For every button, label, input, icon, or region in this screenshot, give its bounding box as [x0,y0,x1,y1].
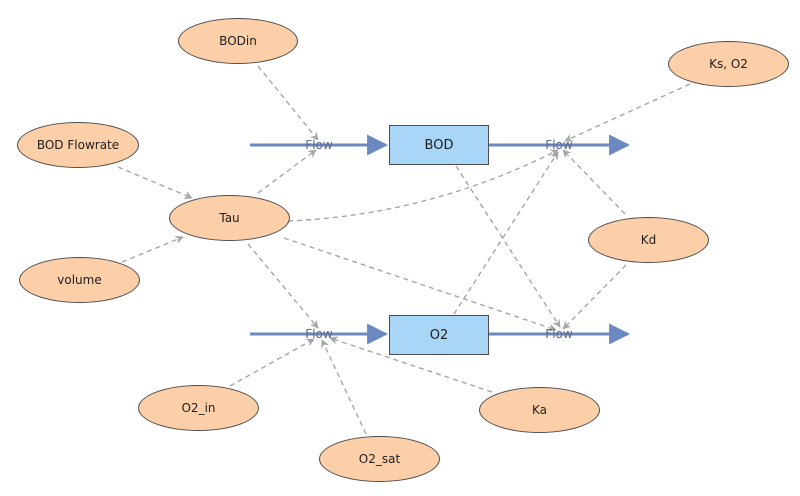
variable-bodin[interactable]: BODin [178,18,298,64]
variable-o2-in-label: O2_in [181,401,216,415]
stock-o2-label: O2 [429,327,449,343]
variable-bodin-label: BODin [219,34,257,48]
variable-tau-label: Tau [219,211,240,225]
link-o2-to-bod-outflow[interactable] [453,151,559,315]
variable-ks-o2[interactable]: Ks, O2 [668,41,789,87]
variable-ka-label: Ka [531,403,547,417]
link-ks-o2-to-bod-outflow[interactable] [564,83,691,142]
variable-bod-flowrate-label: BOD Flowrate [36,138,120,152]
variable-o2-sat-label: O2_sat [358,452,401,466]
variable-volume-label: volume [57,273,102,287]
dependency-links [117,65,691,435]
variable-ka[interactable]: Ka [479,387,600,433]
variable-kd[interactable]: Kd [588,217,709,263]
stock-bod[interactable]: BOD [389,125,489,165]
link-tau-to-bod-outflow[interactable] [287,149,559,222]
link-o2-in-to-o2-inflow[interactable] [229,338,315,387]
link-volume-to-tau[interactable] [121,235,184,263]
flow-label-bod-out[interactable]: Flow [545,138,573,152]
variable-o2-in[interactable]: O2_in [138,385,259,431]
variable-kd-label: Kd [640,233,657,247]
variable-o2-sat[interactable]: O2_sat [319,436,440,482]
link-bodin-to-bod-inflow[interactable] [257,65,319,141]
link-o2-sat-to-o2-inflow[interactable] [321,339,367,435]
link-kd-to-bod-outflow[interactable] [562,149,626,215]
stock-o2[interactable]: O2 [389,315,489,355]
link-tau-to-bod-inflow[interactable] [257,149,317,194]
link-tau-to-o2-inflow[interactable] [247,243,319,329]
variable-tau[interactable]: Tau [169,195,290,241]
link-bod-to-o2-outflow[interactable] [455,165,561,328]
flow-label-o2-in[interactable]: Flow [305,327,333,341]
link-ka-to-o2-inflow[interactable] [329,336,493,393]
variable-ks-o2-label: Ks, O2 [709,57,748,71]
stock-bod-label: BOD [424,137,454,153]
link-kd-to-o2-outflow[interactable] [562,264,627,330]
flow-arrows [250,134,631,345]
variable-volume[interactable]: volume [19,257,140,303]
flow-label-o2-out[interactable]: Flow [545,327,573,341]
link-bod-flowrate-to-tau[interactable] [117,166,193,199]
flow-label-bod-in[interactable]: Flow [305,138,333,152]
variable-bod-flowrate[interactable]: BOD Flowrate [17,122,139,168]
link-tau-to-o2-outflow[interactable] [283,237,557,332]
